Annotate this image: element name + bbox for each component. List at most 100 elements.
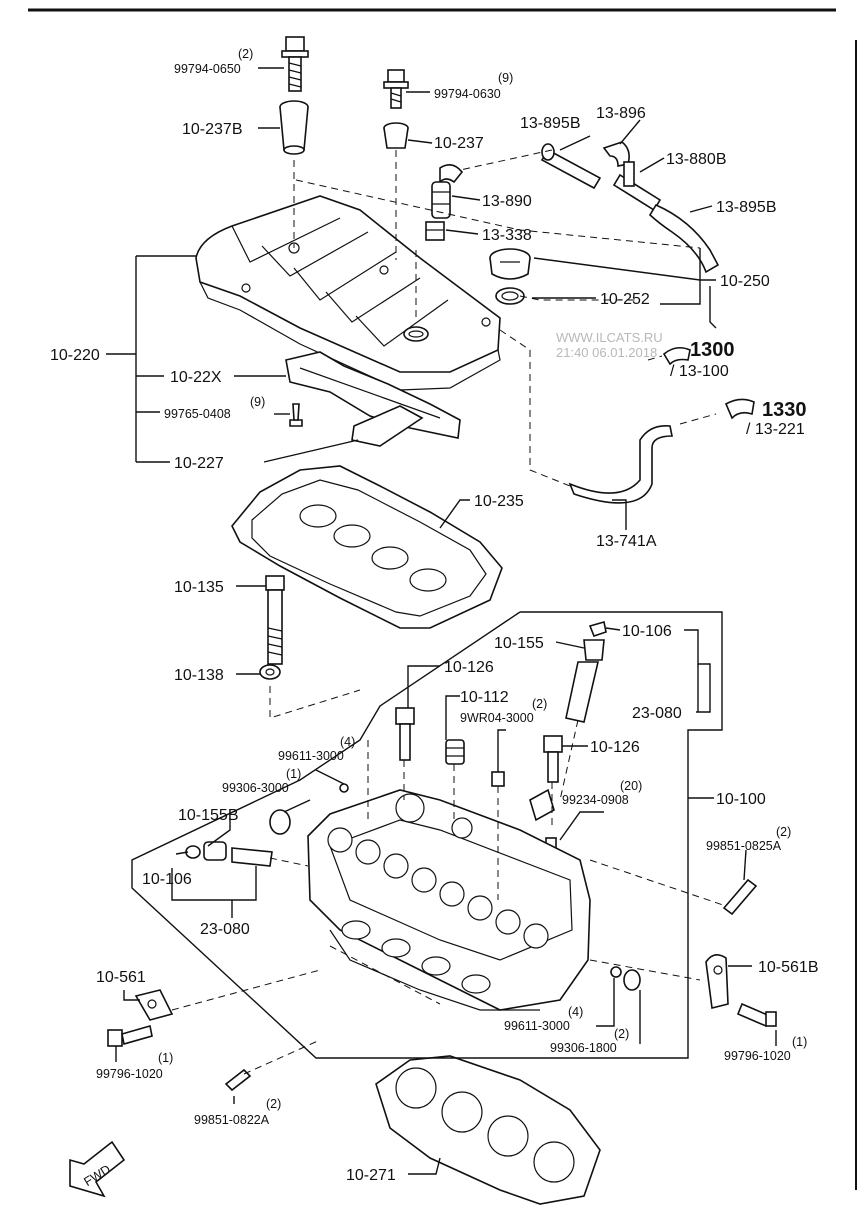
bolt-1020-right-qty[interactable]: (1) xyxy=(792,1035,807,1049)
sleeve-10-237B-part xyxy=(279,100,309,155)
label-10-22X[interactable]: 10-22X xyxy=(170,369,222,386)
engine-hanger-left-part xyxy=(134,989,174,1021)
plug-3000-label[interactable]: 99306-3000 xyxy=(222,781,289,795)
label-10-271[interactable]: 10-271 xyxy=(346,1167,396,1184)
cylinder-head-gasket-part xyxy=(375,1055,601,1205)
ref-1330-subgroup[interactable]: / 13-221 xyxy=(746,421,805,438)
cylinder-head-part xyxy=(307,789,591,1011)
stud-0822-label[interactable]: 99851-0822A xyxy=(194,1113,270,1127)
bolt-0650-part xyxy=(281,36,309,92)
label-23-080-upper[interactable]: 23-080 xyxy=(632,705,682,722)
label-10-252[interactable]: 10-252 xyxy=(600,291,650,308)
plug-1800-label[interactable]: 99306-1800 xyxy=(550,1041,617,1055)
plug-9WR04-label[interactable]: 9WR04-3000 xyxy=(460,711,534,725)
oil-cap-gasket-part xyxy=(495,287,525,305)
watermark-stamp: 21:40 06.01.2018 xyxy=(556,345,657,360)
label-10-138[interactable]: 10-138 xyxy=(174,667,224,684)
hose-end-1330-part xyxy=(724,398,755,420)
bolt-0650-qty[interactable]: (2) xyxy=(238,47,253,61)
stud-0825-label[interactable]: 99851-0825A xyxy=(706,839,782,853)
steel-ball-upper-part xyxy=(339,783,349,793)
watermark-site: WWW.ILCATS.RU xyxy=(556,330,663,345)
pcv-hose-13-741A-part xyxy=(568,424,673,504)
pin-0908-qty[interactable]: (20) xyxy=(620,779,642,793)
bolt-0630-label[interactable]: 99794-0630 xyxy=(434,87,501,101)
bolt-1020-left-qty[interactable]: (1) xyxy=(158,1051,173,1065)
engine-hanger-right-part xyxy=(705,954,729,1009)
label-10-155B[interactable]: 10-155B xyxy=(178,807,239,824)
hydraulic-lash-adjuster-a-part xyxy=(395,707,415,761)
label-10-126-upper[interactable]: 10-126 xyxy=(444,659,494,676)
label-13-895B-lower[interactable]: 13-895B xyxy=(716,199,777,216)
fwd-arrow-icon xyxy=(69,1140,126,1198)
label-13-741A[interactable]: 13-741A xyxy=(596,533,657,550)
label-10-235[interactable]: 10-235 xyxy=(474,493,524,510)
valve-seal-left-part xyxy=(185,841,273,867)
oil-filler-cap-part xyxy=(489,248,531,280)
part-labels: (2) 99794-0650 (9) 99794-0630 10-237B 10… xyxy=(50,47,819,1189)
label-10-106-upper[interactable]: 10-106 xyxy=(622,623,672,640)
label-10-237B[interactable]: 10-237B xyxy=(182,121,243,138)
baffle-plate-part xyxy=(351,405,424,447)
label-10-237[interactable]: 10-237 xyxy=(434,135,484,152)
screw-0408-qty[interactable]: (9) xyxy=(250,395,265,409)
bolt-1020-left-label[interactable]: 99796-1020 xyxy=(96,1067,163,1081)
label-10-135[interactable]: 10-135 xyxy=(174,579,224,596)
ref-1330[interactable]: 1330 xyxy=(762,399,807,421)
bolt-0630-part xyxy=(383,69,409,109)
label-23-080-lower[interactable]: 23-080 xyxy=(200,921,250,938)
head-cover-gasket-part xyxy=(231,465,503,629)
head-bolt-washer-part xyxy=(259,664,281,680)
label-10-100[interactable]: 10-100 xyxy=(716,791,766,808)
leader-lines xyxy=(106,67,777,1175)
ball-3000-label[interactable]: 99611-3000 xyxy=(278,749,344,763)
head-bolt-part xyxy=(265,575,285,665)
label-10-561[interactable]: 10-561 xyxy=(96,969,146,986)
label-10-155[interactable]: 10-155 xyxy=(494,635,544,652)
valve-seal-upper-part xyxy=(565,620,607,723)
screw-0408-label[interactable]: 99765-0408 xyxy=(164,407,231,421)
stud-0825-qty[interactable]: (2) xyxy=(776,825,791,839)
label-13-338[interactable]: 13-338 xyxy=(482,227,532,244)
hydraulic-lash-adjuster-b-part xyxy=(543,735,563,783)
cam-plug-10-112-part xyxy=(445,739,465,765)
cup-plug-3000-part xyxy=(269,809,291,835)
label-10-561B[interactable]: 10-561B xyxy=(758,959,819,976)
plug-9WR04-part xyxy=(491,771,505,787)
ball-3000b-qty[interactable]: (4) xyxy=(568,1005,583,1019)
label-10-126-lower[interactable]: 10-126 xyxy=(590,739,640,756)
label-13-880B[interactable]: 13-880B xyxy=(666,151,727,168)
pcv-valve-part xyxy=(425,164,464,241)
bolt-1020-right-label[interactable]: 99796-1020 xyxy=(724,1049,791,1063)
ventilation-hoses-part xyxy=(540,141,720,274)
screw-0408-part xyxy=(289,403,303,427)
ref-1300-subgroup[interactable]: / 13-100 xyxy=(670,363,729,380)
stud-0822-qty[interactable]: (2) xyxy=(266,1097,281,1111)
label-10-112[interactable]: 10-112 xyxy=(460,689,509,706)
label-13-890[interactable]: 13-890 xyxy=(482,193,532,210)
bolt-0630-qty[interactable]: (9) xyxy=(498,71,513,85)
bolt-1020-left-part xyxy=(107,1024,153,1047)
label-10-227[interactable]: 10-227 xyxy=(174,455,224,472)
label-10-106-lower[interactable]: 10-106 xyxy=(142,871,192,888)
stud-0822-part xyxy=(224,1068,252,1092)
cup-plug-1800-part xyxy=(623,969,641,991)
ball-3000-qty[interactable]: (4) xyxy=(340,735,355,749)
ball-3000b-label[interactable]: 99611-3000 xyxy=(504,1019,570,1033)
cylinder-head-cover-part xyxy=(195,195,501,391)
sleeve-10-237-part xyxy=(383,122,409,149)
pin-0908-label[interactable]: 99234-0908 xyxy=(562,793,629,807)
label-10-220[interactable]: 10-220 xyxy=(50,347,100,364)
bolt-0650-label[interactable]: 99794-0650 xyxy=(174,62,241,76)
label-13-895B-upper[interactable]: 13-895B xyxy=(520,115,581,132)
hose-end-1300-part xyxy=(662,346,691,366)
stud-0825-part xyxy=(722,878,758,916)
label-10-250[interactable]: 10-250 xyxy=(720,273,770,290)
plug-1800-qty[interactable]: (2) xyxy=(614,1027,629,1041)
label-13-896[interactable]: 13-896 xyxy=(596,105,646,122)
ref-1300[interactable]: 1300 xyxy=(690,339,735,361)
plug-3000-qty[interactable]: (1) xyxy=(286,767,301,781)
bolt-1020-right-part xyxy=(736,1002,777,1028)
plug-9WR04-qty[interactable]: (2) xyxy=(532,697,547,711)
